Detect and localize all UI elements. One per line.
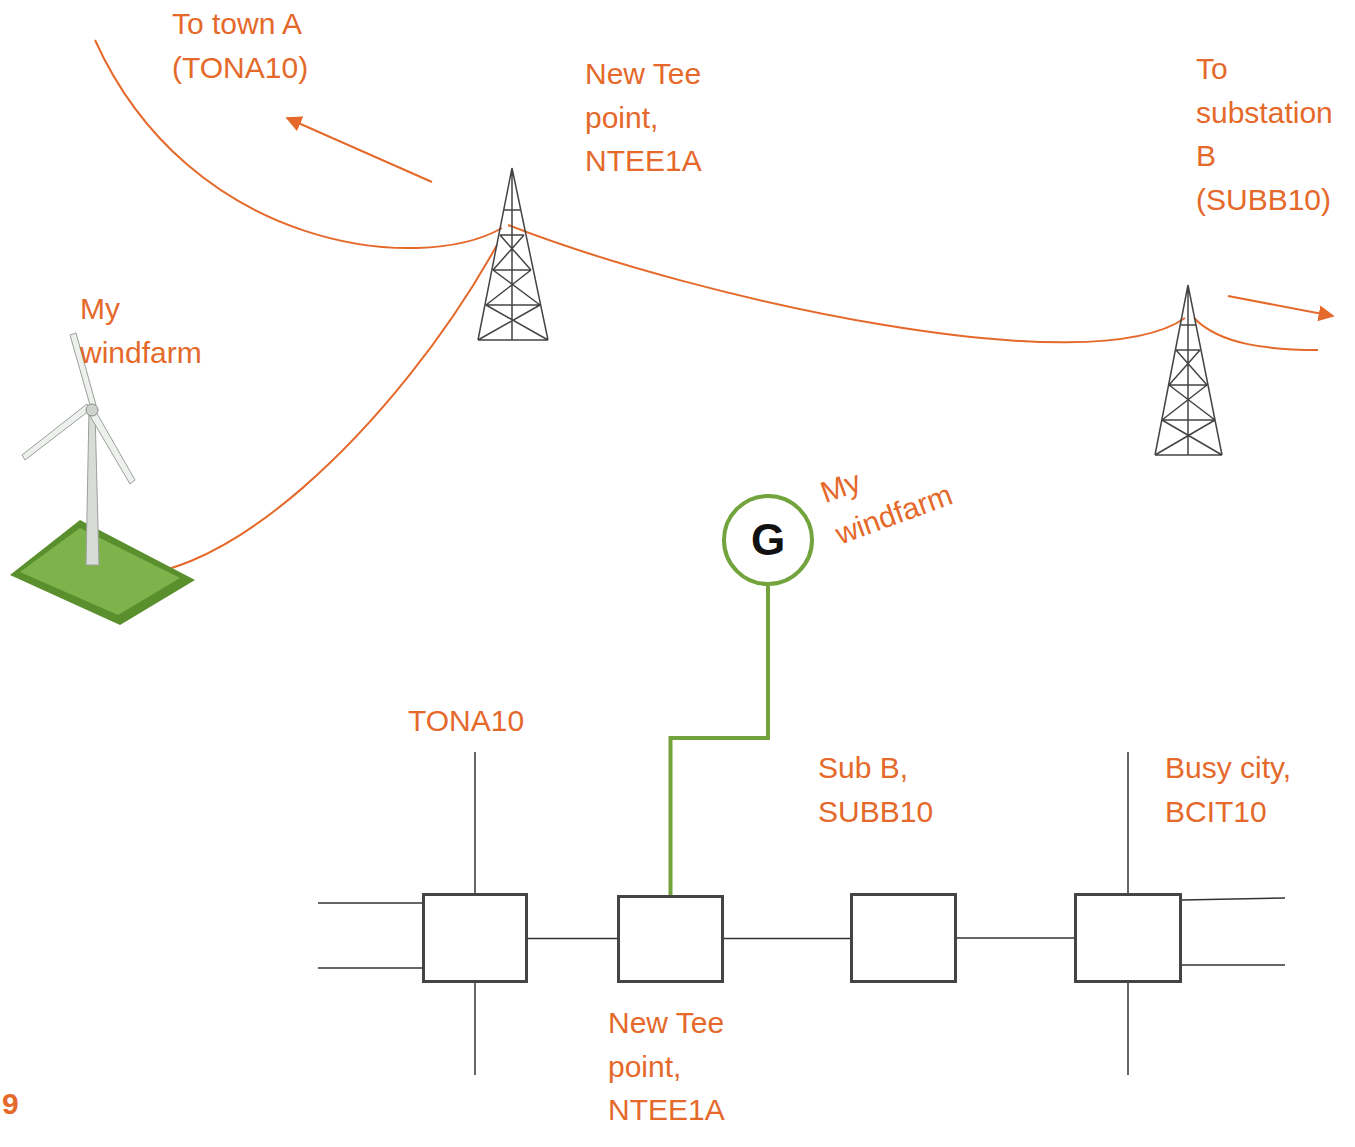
bus-label: TONA10 [408, 699, 608, 743]
tower [1155, 285, 1222, 455]
direction-arrow [1228, 296, 1333, 316]
direction-arrow [287, 118, 432, 182]
page-number: 9 [2, 1082, 42, 1126]
connector [957, 937, 1074, 939]
bus-label: Busy city, BCIT10 [1165, 746, 1340, 833]
generator-circle: GMy windfarm [722, 494, 814, 586]
bus-label: Sub B, SUBB10 [818, 746, 968, 833]
town-label: To town A (TONA10) [172, 2, 372, 89]
windfarm-label: My windfarm [80, 287, 230, 374]
bus-label: New Tee point, NTEE1A [608, 1001, 758, 1132]
connector [528, 938, 617, 940]
connector [724, 938, 850, 940]
feeder-stubs [318, 752, 1285, 1075]
power-lines [92, 40, 1333, 575]
substation-label: To substation B (SUBB10) [1196, 47, 1346, 221]
wind-turbine [10, 333, 195, 625]
busbar-box: Sub B, SUBB10 [850, 893, 957, 983]
line-to-town [95, 40, 502, 248]
windfarm-cable [92, 245, 497, 575]
generator-symbol: G [726, 498, 810, 582]
line-onward [1194, 318, 1318, 350]
tee-point-label: New Tee point, NTEE1A [585, 52, 735, 183]
tower [478, 168, 548, 340]
generator-label: My windfarm [814, 419, 994, 555]
busbar-box: New Tee point, NTEE1A [617, 895, 724, 983]
busbar-box: Busy city, BCIT10 [1074, 893, 1182, 983]
connector [671, 586, 769, 895]
busbar-box: TONA10 [422, 893, 528, 983]
line-to-substation [508, 225, 1185, 342]
